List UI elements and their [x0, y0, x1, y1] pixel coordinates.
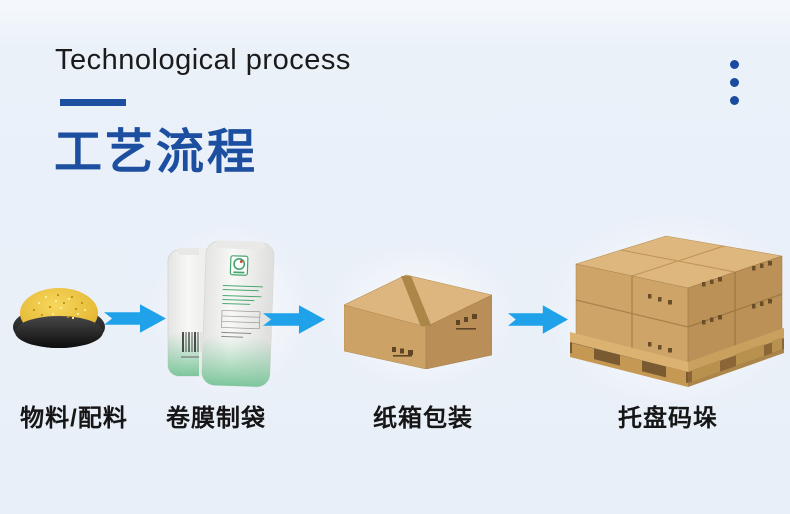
roll-film-bags-image — [166, 240, 278, 390]
section-title-english: Technological process — [55, 44, 351, 76]
step-label-carton-packing: 纸箱包装 — [373, 405, 473, 432]
pallet-stack-image — [568, 234, 786, 388]
flow-arrow-right-icon — [508, 305, 568, 334]
step-label-bag-making: 卷膜制袋 — [166, 405, 266, 432]
flow-arrow-right-icon — [104, 304, 166, 333]
section-title-chinese: 工艺流程 — [54, 126, 259, 179]
vertical-ellipsis-icon — [730, 60, 740, 106]
step-label-materials: 物料/配料 — [20, 405, 128, 432]
step-label-palletizing: 托盘码垛 — [618, 405, 718, 432]
carton-box-image — [343, 267, 493, 370]
raw-material-granules-image — [12, 284, 106, 350]
title-accent-dash — [60, 99, 126, 106]
